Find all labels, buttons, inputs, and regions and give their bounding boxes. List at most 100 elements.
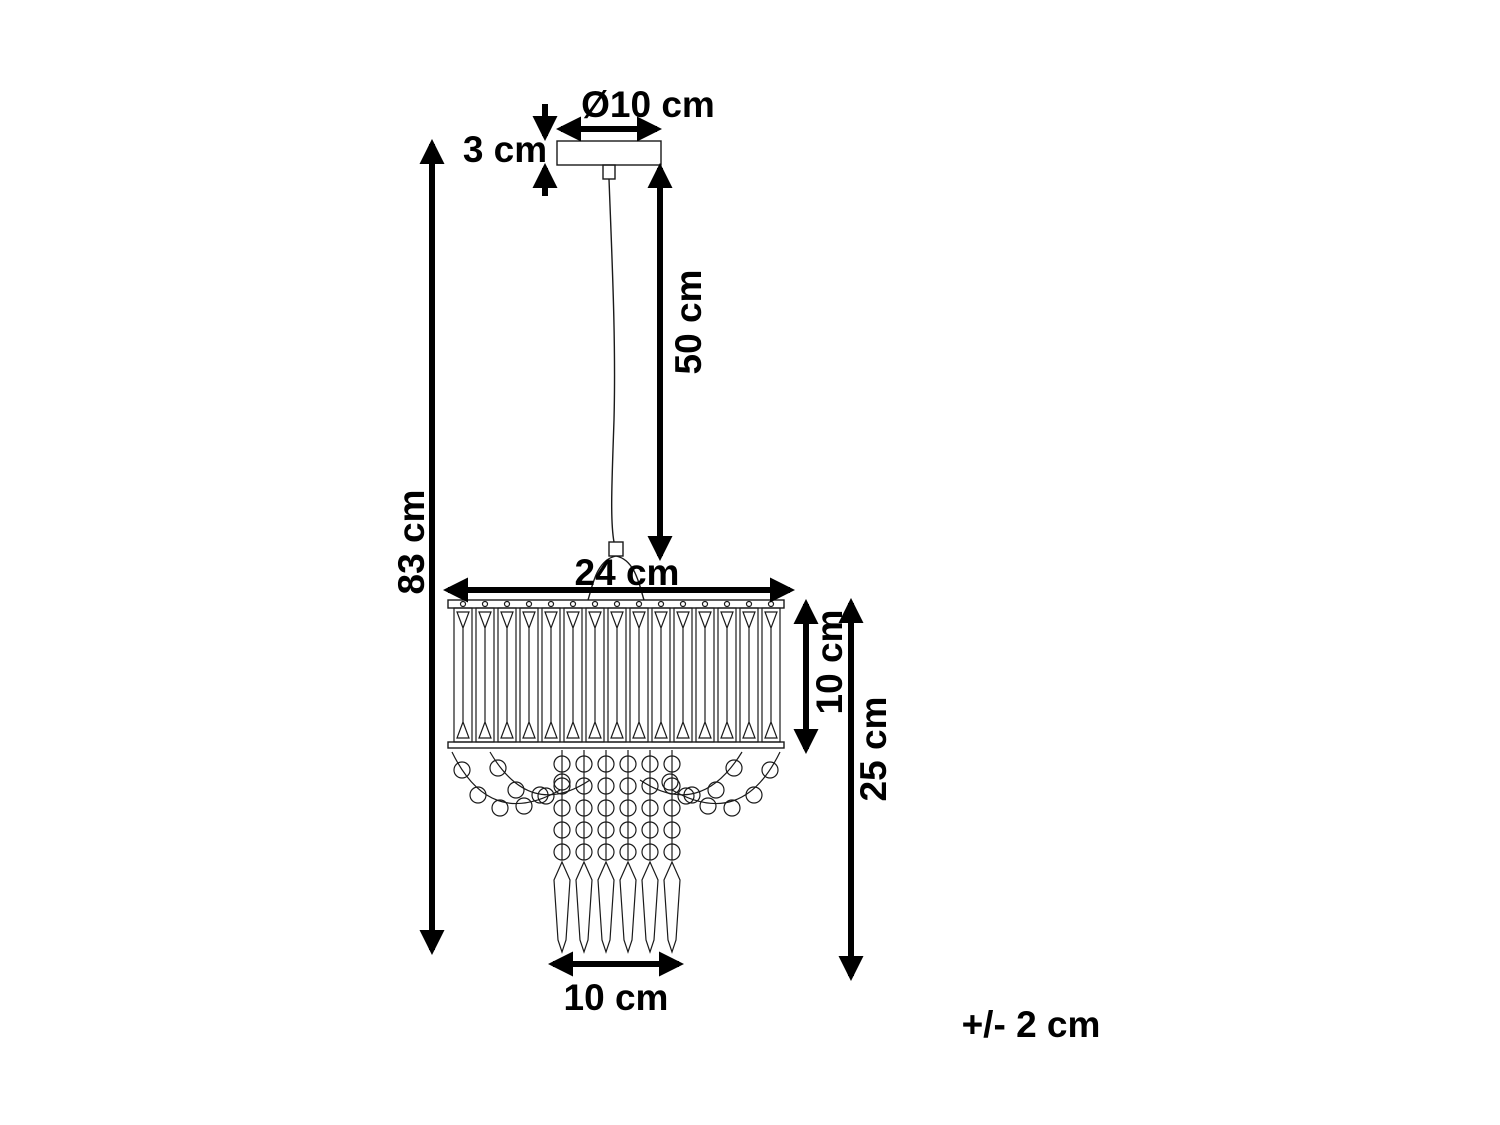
garland-bead (745, 786, 763, 804)
strand-bead (619, 755, 637, 773)
chandelier-drawing (447, 140, 785, 954)
prism-bead (613, 600, 621, 608)
strand-bead (553, 777, 571, 795)
prism-bead (591, 600, 599, 608)
strand-bead (663, 821, 681, 839)
strand-bead (597, 799, 615, 817)
prism-facet (544, 611, 558, 739)
prism-facet (478, 611, 492, 739)
strand-bead (641, 843, 659, 861)
garland-bead (537, 787, 555, 805)
strand-bead (575, 755, 593, 773)
prism-facet (610, 611, 624, 739)
garland-chain (671, 751, 781, 805)
prism-facet (522, 611, 536, 739)
prism-facet (456, 611, 470, 739)
strand-bead (575, 777, 593, 795)
ceiling-canopy (556, 140, 662, 166)
garland-bead (761, 761, 779, 779)
dimension-labels: Ø10 cm 3 cm 50 cm 83 cm 24 cm 10 cm 25 c… (391, 84, 1100, 1045)
strand-bead (553, 799, 571, 817)
strand-bead (641, 755, 659, 773)
shade-height-label: 10 cm (809, 610, 850, 715)
bottom-width-label: 10 cm (564, 977, 669, 1018)
crystal-drop (597, 860, 615, 954)
strand-bead (663, 799, 681, 817)
strand-bead (597, 777, 615, 795)
prism-bead (767, 600, 775, 608)
prism-facet (764, 611, 778, 739)
prism-bead (503, 600, 511, 608)
body-height-label: 25 cm (853, 697, 894, 802)
shade-width-label: 24 cm (575, 552, 680, 593)
strand-bead (575, 843, 593, 861)
garland-bead (507, 781, 525, 799)
canopy-height-label: 3 cm (463, 129, 547, 170)
garland-chain (451, 751, 561, 805)
crystal-prism-shade (453, 600, 781, 743)
shade-bottom-ring (447, 741, 785, 749)
garland-bead (723, 799, 741, 817)
prism-bead (525, 600, 533, 608)
strand-bead (597, 843, 615, 861)
garland-bead (683, 786, 701, 804)
prism-bead (745, 600, 753, 608)
strand-bead (619, 799, 637, 817)
prism-facet (500, 611, 514, 739)
strand-bead (619, 821, 637, 839)
strand-bead (663, 777, 681, 795)
prism-bead (723, 600, 731, 608)
prism-facet (588, 611, 602, 739)
strand-bead (641, 821, 659, 839)
prism-bead (679, 600, 687, 608)
bead-garlands (451, 751, 781, 817)
prism-facet (676, 611, 690, 739)
strand-bead (575, 799, 593, 817)
garland-bead (725, 759, 743, 777)
prism-bead (701, 600, 709, 608)
prism-bead (459, 600, 467, 608)
garland-bead (491, 799, 509, 817)
strand-bead (553, 821, 571, 839)
cable-length-label: 50 cm (668, 270, 709, 375)
crystal-drop (575, 860, 593, 954)
total-height-label: 83 cm (391, 490, 432, 595)
garland-bead (661, 773, 679, 791)
prism-facet (654, 611, 668, 739)
strand-bead (619, 777, 637, 795)
prism-facet (742, 611, 756, 739)
strand-bead (553, 755, 571, 773)
crystal-drop (663, 860, 681, 954)
garland-chain (639, 751, 743, 796)
prism-bead (657, 600, 665, 608)
suspension-cable (608, 178, 616, 543)
garland-bead (699, 797, 717, 815)
strand-bead (663, 843, 681, 861)
garland-bead (531, 786, 549, 804)
garland-bead (489, 759, 507, 777)
dimension-lines (419, 104, 864, 982)
strand-bead (597, 821, 615, 839)
canopy-connector (602, 164, 616, 180)
garland-bead (515, 797, 533, 815)
crystal-drop (619, 860, 637, 954)
garland-chain (489, 751, 591, 796)
garland-bead (469, 786, 487, 804)
strand-bead (641, 799, 659, 817)
strand-bead (597, 755, 615, 773)
prism-bead (547, 600, 555, 608)
canopy-diameter-label: Ø10 cm (581, 84, 715, 125)
strand-bead (619, 843, 637, 861)
prism-bead (635, 600, 643, 608)
prism-bead (569, 600, 577, 608)
strand-bead (641, 777, 659, 795)
prism-facet (632, 611, 646, 739)
prism-facet (698, 611, 712, 739)
garland-bead (453, 761, 471, 779)
tolerance-note: +/- 2 cm (962, 1004, 1101, 1045)
prism-facet (720, 611, 734, 739)
prism-bead (481, 600, 489, 608)
crystal-drop (553, 860, 571, 954)
crystal-drop-strands (553, 750, 681, 954)
